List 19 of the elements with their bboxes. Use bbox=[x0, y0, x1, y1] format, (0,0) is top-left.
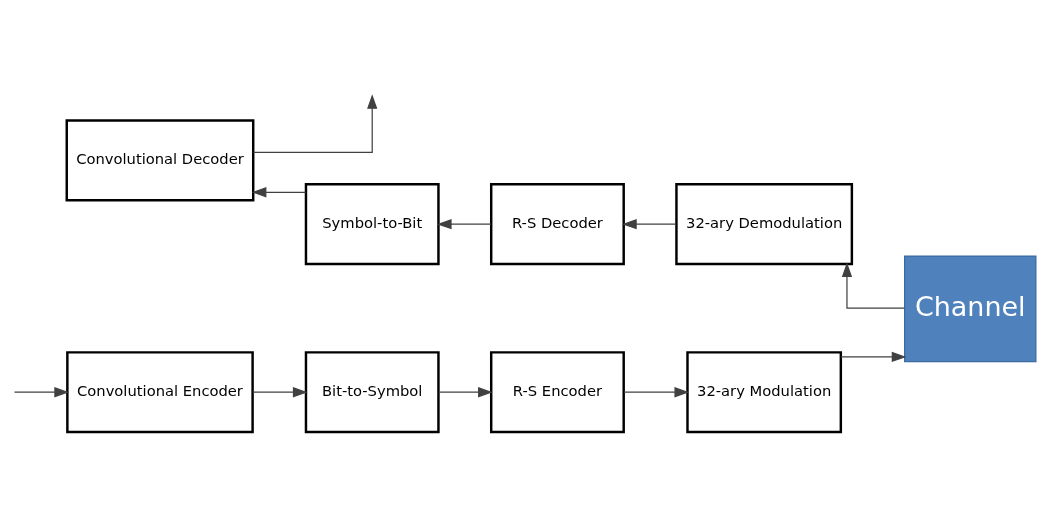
arrow bbox=[623, 387, 690, 398]
node-box: R-S Decoder bbox=[490, 183, 625, 266]
arrow bbox=[252, 94, 378, 153]
arrow bbox=[13, 387, 70, 398]
node-box: Channel bbox=[904, 255, 1037, 363]
node-box: 32-ary Demodulation bbox=[675, 183, 854, 266]
arrow bbox=[621, 219, 677, 230]
node-box: R-S Encoder bbox=[490, 351, 625, 434]
arrow bbox=[251, 187, 307, 198]
arrow bbox=[252, 387, 308, 398]
node-box: Bit-to-Symbol bbox=[304, 351, 440, 434]
node-box: Convolutional Encoder bbox=[66, 351, 254, 434]
node-box: 32-ary Modulation bbox=[686, 351, 843, 434]
node-box: Convolutional Decoder bbox=[65, 119, 255, 202]
arrow bbox=[436, 219, 492, 230]
arrow bbox=[840, 351, 907, 363]
node-box: Symbol-to-Bit bbox=[304, 183, 440, 266]
arrow bbox=[841, 262, 905, 309]
arrow bbox=[437, 387, 493, 398]
